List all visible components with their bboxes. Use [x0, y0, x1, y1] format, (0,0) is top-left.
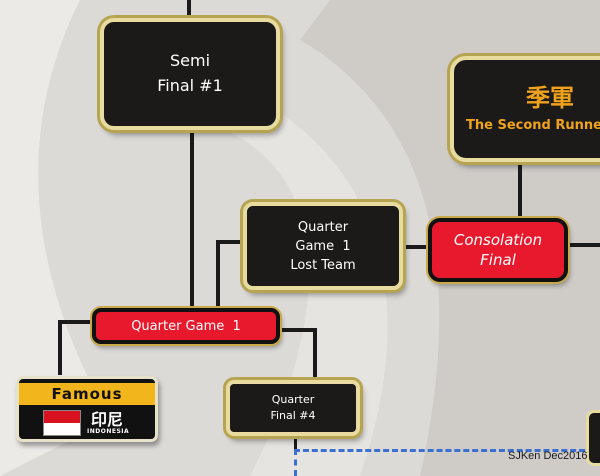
- connector-dashed: [294, 449, 594, 452]
- semi-final-box: Semi Final #1: [100, 18, 280, 130]
- connector-quarter-left-h: [216, 240, 244, 244]
- team-name: Famous: [51, 385, 123, 403]
- quarter-game-1-box: Quarter Game 1: [92, 308, 280, 344]
- connector-left-v: [58, 320, 62, 375]
- connector-right-h: [278, 328, 316, 332]
- connector-dashed-down: [294, 449, 297, 476]
- quarter-game-1-label: Quarter Game 1: [131, 318, 241, 334]
- indonesia-flag-icon: [43, 410, 81, 436]
- team-name-bar: Famous: [19, 383, 155, 405]
- consolation-line2: Final: [480, 251, 516, 269]
- connector-consolation-right: [566, 243, 600, 247]
- second-runner-up-english: The Second Runner-: [466, 118, 600, 133]
- quarter-final-4-line1: Quarter: [271, 393, 315, 406]
- connector-quarter-left: [216, 240, 220, 310]
- second-runner-up-box: 季軍 The Second Runner-: [450, 56, 600, 162]
- watermark: SJKen Dec2016: [508, 450, 588, 462]
- connector-runnerup-down: [518, 162, 522, 220]
- quarter-lost-line2: Game 1: [295, 238, 351, 254]
- connector-right-v: [313, 328, 317, 382]
- consolation-line1: Consolation: [453, 231, 543, 249]
- second-runner-up-chinese: 季軍: [526, 84, 574, 112]
- quarter-lost-line3: Lost Team: [290, 257, 356, 273]
- connector-semi-down: [190, 130, 194, 312]
- edge-box: [586, 410, 600, 466]
- team-country-chinese: 印尼: [91, 410, 124, 429]
- connector-top-stub: [187, 0, 191, 16]
- connector-left-h: [58, 320, 94, 324]
- connector-quarter-to-consolation: [402, 245, 432, 249]
- quarter-game-1-lost-box: Quarter Game 1 Lost Team: [243, 202, 403, 290]
- quarter-final-4-line2: Final #4: [270, 409, 316, 422]
- semi-final-line1: Semi: [169, 51, 211, 70]
- team-country: INDONESIA: [87, 428, 130, 435]
- semi-final-line2: Final #1: [157, 76, 223, 95]
- consolation-final-box: Consolation Final: [428, 218, 568, 282]
- quarter-final-4-box: Quarter Final #4: [226, 380, 360, 436]
- team-card: Famous 印尼 INDONESIA: [16, 376, 158, 442]
- connector-bottom-down: [294, 432, 297, 450]
- quarter-lost-line1: Quarter: [297, 219, 349, 235]
